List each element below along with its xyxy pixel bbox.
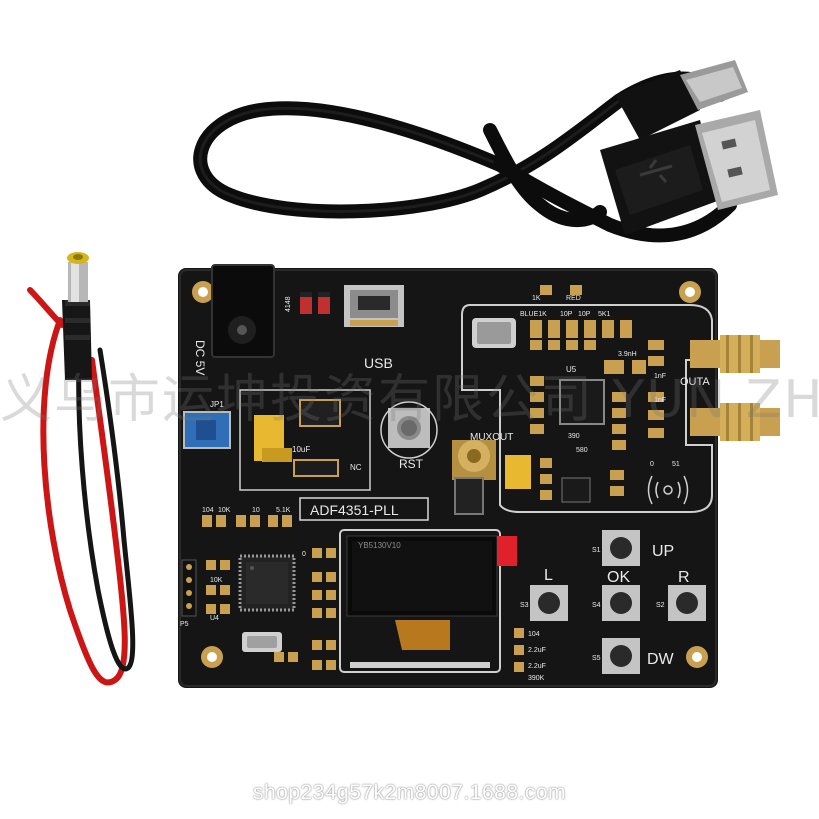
dc-jack bbox=[211, 264, 275, 358]
header-pins bbox=[181, 559, 197, 617]
s2-label: S2 bbox=[656, 602, 665, 609]
r10-label: 10 bbox=[252, 507, 260, 514]
board-title: ADF4351-PLL bbox=[310, 502, 399, 518]
s5-label: S5 bbox=[592, 655, 601, 662]
c104b-label: 104 bbox=[528, 631, 540, 638]
mini-usb-plug bbox=[615, 60, 748, 140]
dc-barrel-plug bbox=[62, 252, 92, 380]
antenna-icon bbox=[647, 475, 689, 505]
c10p-label: 10P bbox=[560, 311, 573, 318]
mcu-chip bbox=[238, 554, 296, 612]
pcb-board: DC 5V 4148 USB JP1 10uF NC bbox=[178, 264, 780, 688]
l39nh-label: 3.9nH bbox=[618, 351, 637, 358]
mounting-holes bbox=[192, 281, 708, 668]
muxout-label: MUXOUT bbox=[470, 432, 513, 443]
muxout-connector bbox=[452, 440, 496, 480]
r51-label: 51 bbox=[672, 461, 680, 468]
button-right[interactable] bbox=[668, 585, 706, 621]
r10k-label: 10K bbox=[218, 507, 231, 514]
usb-symbol-icon bbox=[639, 159, 673, 183]
p5-label: P5 bbox=[180, 621, 189, 628]
left-label: L bbox=[544, 567, 553, 584]
r390-label: 390 bbox=[568, 433, 580, 440]
diode-label: 4148 bbox=[285, 296, 292, 312]
r5k1-label: 5K1 bbox=[598, 311, 611, 318]
right-label: R bbox=[678, 569, 690, 586]
usb-cable bbox=[193, 60, 778, 243]
s4-label: S4 bbox=[592, 602, 601, 609]
up-label: UP bbox=[652, 543, 674, 560]
button-down[interactable] bbox=[602, 638, 640, 674]
c1nf-label: 1nF bbox=[654, 373, 666, 380]
shop-url: shop234g57k2m8007.1688.com bbox=[252, 781, 567, 804]
blue1k-label: BLUE1K bbox=[520, 311, 547, 318]
ok-label: OK bbox=[607, 569, 630, 586]
usb-label: USB bbox=[364, 355, 393, 371]
r51k-label: 5.1K bbox=[276, 507, 291, 514]
usb-a-plug bbox=[600, 110, 778, 235]
smd-pads bbox=[530, 285, 664, 500]
rst-button[interactable] bbox=[388, 408, 430, 448]
c2uf-label: 2.2uF bbox=[528, 647, 546, 654]
r10kb-label: 10K bbox=[210, 577, 223, 584]
oled-display bbox=[339, 529, 517, 673]
jp1-label: JP1 bbox=[210, 400, 224, 409]
outa-connector bbox=[690, 335, 780, 373]
r390k-label: 390K bbox=[528, 675, 545, 682]
u5-label: U5 bbox=[566, 365, 577, 374]
c10p2-label: 10P bbox=[578, 311, 591, 318]
button-left[interactable] bbox=[530, 585, 568, 621]
button-up[interactable] bbox=[602, 530, 640, 566]
nc-label: NC bbox=[350, 463, 362, 472]
r0b-label: 0 bbox=[302, 551, 306, 558]
oled-part-number: YB5130V10 bbox=[358, 541, 401, 550]
mini-usb-port bbox=[344, 285, 404, 327]
c2uf2-label: 2.2uF bbox=[528, 663, 546, 670]
u4-label: U4 bbox=[210, 615, 219, 622]
red-label: RED bbox=[566, 295, 581, 302]
r0-label: 0 bbox=[650, 461, 654, 468]
outb-connector bbox=[690, 403, 780, 441]
rst-label: RST bbox=[399, 457, 424, 471]
cap-10uf-label: 10uF bbox=[292, 445, 310, 454]
blue-switch[interactable] bbox=[183, 411, 231, 449]
button-ok[interactable] bbox=[602, 585, 640, 621]
s1-label: S1 bbox=[592, 547, 601, 554]
dc-5v-label: DC 5V bbox=[193, 340, 207, 375]
outa-label: OUTA bbox=[680, 376, 710, 388]
s3-label: S3 bbox=[520, 602, 529, 609]
r1k-label: 1K bbox=[532, 295, 541, 302]
down-label: DW bbox=[647, 651, 675, 668]
r104a-label: 104 bbox=[202, 507, 214, 514]
c1nf2-label: 1nF bbox=[654, 397, 666, 404]
r580-label: 580 bbox=[576, 447, 588, 454]
dc-power-lead bbox=[27, 252, 136, 686]
